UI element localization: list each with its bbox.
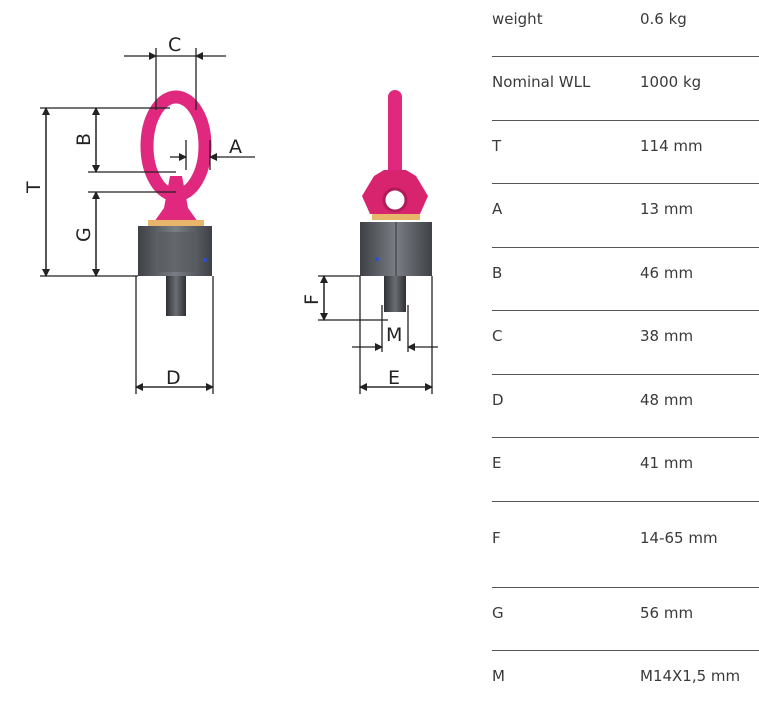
dimension-lines-front [40, 48, 255, 394]
row-divider [492, 120, 759, 121]
spec-value: 13 mm [640, 200, 694, 218]
dim-label-m: M [386, 324, 402, 346]
thread-bolt [166, 276, 186, 316]
spec-value: 48 mm [640, 391, 694, 409]
row-divider [492, 56, 759, 57]
row-divider [492, 587, 759, 588]
side-view [360, 90, 432, 312]
row-divider [492, 650, 759, 651]
dim-label-t: T [23, 181, 45, 194]
spec-label: A [492, 200, 503, 218]
dimension-lines-side [318, 275, 438, 394]
spec-label: T [492, 137, 502, 155]
spec-label: weight [492, 10, 543, 28]
spec-label: E [492, 454, 502, 472]
spec-label: D [492, 391, 504, 409]
spec-value: 114 mm [640, 137, 703, 155]
spec-value: M14X1,5 mm [640, 667, 741, 685]
spec-label: G [492, 604, 504, 622]
spec-label: Nominal WLL [492, 73, 591, 91]
spec-value: 1000 kg [640, 73, 702, 91]
spec-value: 38 mm [640, 327, 694, 345]
spec-value: 41 mm [640, 454, 694, 472]
spec-label: C [492, 327, 503, 345]
dim-label-f: F [301, 294, 323, 305]
row-divider [492, 183, 759, 184]
spec-label: F [492, 529, 501, 547]
collar [148, 220, 204, 226]
dim-label-c: C [168, 34, 181, 56]
dim-label-b: B [73, 133, 95, 146]
row-divider [492, 374, 759, 375]
dim-label-g: G [73, 227, 95, 242]
dim-label-d: D [166, 367, 181, 389]
ring-side [388, 90, 402, 195]
spec-value: 0.6 kg [640, 10, 687, 28]
front-view [138, 90, 212, 316]
row-divider [492, 247, 759, 248]
spec-value: 46 mm [640, 264, 694, 282]
row-divider [492, 501, 759, 502]
row-divider [492, 310, 759, 311]
row-divider [492, 437, 759, 438]
spec-label: B [492, 264, 503, 282]
spec-label: M [492, 667, 505, 685]
dim-label-a: A [229, 136, 242, 158]
ring-stem [154, 176, 198, 222]
spec-value: 56 mm [640, 604, 694, 622]
technical-drawing: C A T B G D F M E [23, 34, 438, 394]
dim-label-e: E [388, 367, 400, 389]
spec-value: 14-65 mm [640, 529, 718, 547]
thread-bolt-side [384, 276, 406, 312]
